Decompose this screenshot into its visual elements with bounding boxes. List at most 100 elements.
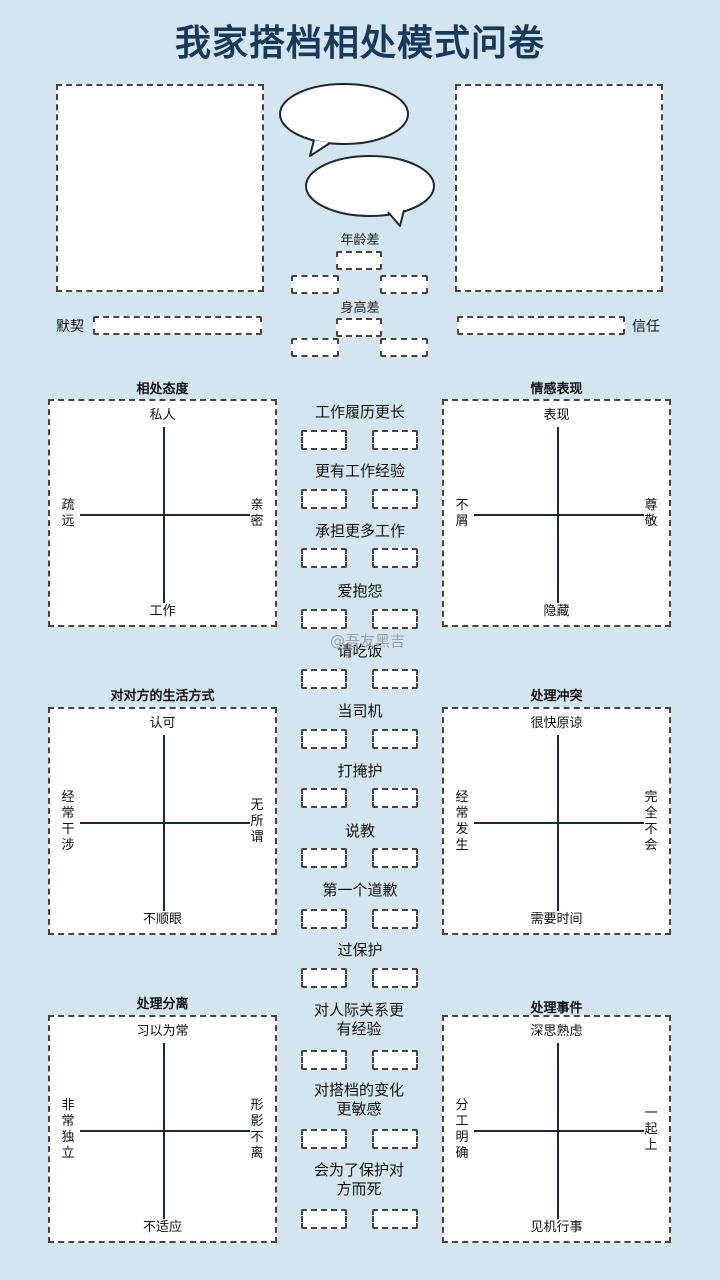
question-label: 过保护 bbox=[337, 941, 383, 959]
horizontal-axis bbox=[80, 822, 250, 824]
speech-bubble-icons bbox=[279, 83, 435, 227]
axis-label-top: 私人 bbox=[149, 408, 176, 423]
question-answer-box-right[interactable] bbox=[372, 548, 418, 568]
axis-label-bottom: 不顺眼 bbox=[142, 912, 182, 927]
question-answer-box-left[interactable] bbox=[301, 1209, 347, 1229]
question-answer-box-right[interactable] bbox=[372, 1209, 418, 1229]
age-diff-box-right[interactable] bbox=[380, 275, 428, 294]
question-answer-box-left[interactable] bbox=[301, 669, 347, 689]
rapport-field[interactable] bbox=[93, 316, 262, 335]
question-answer-box-right[interactable] bbox=[372, 430, 418, 450]
quadrant-chart[interactable]: 认可不顺眼经常干涉无所谓 bbox=[48, 707, 277, 935]
axis-label-left: 疏远 bbox=[61, 498, 75, 529]
question-answer-box-right[interactable] bbox=[372, 788, 418, 808]
question-label: 请吃饭 bbox=[337, 642, 383, 660]
question-label: 对人际关系更有经验 bbox=[313, 1001, 404, 1038]
chart-title: 处理冲突 bbox=[530, 689, 583, 704]
age-diff-box-left[interactable] bbox=[291, 275, 339, 294]
axis-label-top: 很快原谅 bbox=[530, 716, 583, 731]
height-diff-box-center[interactable] bbox=[336, 318, 382, 337]
axis-label-right: 无所谓 bbox=[250, 798, 264, 845]
height-diff-box-left[interactable] bbox=[291, 338, 339, 357]
axis-label-bottom: 需要时间 bbox=[530, 912, 583, 927]
axis-label-right: 尊敬 bbox=[644, 498, 658, 529]
quadrant-chart[interactable]: 习以为常不适应 非常独立 形影不离 bbox=[48, 1015, 277, 1243]
question-label: 当司机 bbox=[337, 702, 383, 720]
speech-bubble-top-icon bbox=[279, 83, 409, 157]
question-answer-box-left[interactable] bbox=[301, 729, 347, 749]
horizontal-axis bbox=[474, 1130, 644, 1132]
axis-label-top: 认可 bbox=[149, 716, 176, 731]
vertical-axis bbox=[163, 427, 165, 603]
axis-label-left: 经常发生 bbox=[455, 790, 469, 853]
question-answer-box-right[interactable] bbox=[372, 729, 418, 749]
trust-label: 信任 bbox=[632, 319, 660, 335]
axis-label-left: 非常独立 bbox=[61, 1098, 75, 1161]
vertical-axis bbox=[557, 427, 559, 603]
axis-label-left: 分工明确 bbox=[455, 1098, 469, 1161]
trust-field[interactable] bbox=[457, 316, 625, 335]
axis-label-bottom: 见机行事 bbox=[530, 1220, 583, 1235]
question-answer-box-left[interactable] bbox=[301, 609, 347, 629]
question-answer-box-right[interactable] bbox=[372, 1129, 418, 1149]
age-diff-label: 年龄差 bbox=[340, 233, 380, 248]
question-label: 会为了保护对方而死 bbox=[313, 1161, 404, 1198]
question-answer-box-left[interactable] bbox=[301, 1129, 347, 1149]
chart-title: 相处态度 bbox=[136, 382, 189, 397]
quadrant-chart[interactable]: 深思熟虑见机行事 分工明确 一起上 bbox=[442, 1015, 671, 1243]
height-diff-label: 身高差 bbox=[340, 301, 380, 316]
axis-label-top: 习以为常 bbox=[136, 1024, 189, 1039]
speech-bubble-bottom-icon bbox=[305, 155, 435, 227]
horizontal-axis bbox=[474, 514, 644, 516]
chart-title: 对对方的生活方式 bbox=[110, 689, 215, 704]
page-title: 我家搭档相处模式问卷 bbox=[174, 23, 545, 64]
question-answer-box-left[interactable] bbox=[301, 489, 347, 509]
question-answer-box-right[interactable] bbox=[372, 848, 418, 868]
axis-label-top: 表现 bbox=[543, 408, 570, 423]
chart-title: 情感表现 bbox=[530, 382, 583, 397]
axis-label-right: 完全不会 bbox=[644, 790, 658, 853]
question-answer-box-right[interactable] bbox=[372, 609, 418, 629]
question-answer-box-right[interactable] bbox=[372, 968, 418, 988]
axis-label-bottom: 不适应 bbox=[142, 1220, 182, 1235]
height-diff-box-right[interactable] bbox=[380, 338, 428, 357]
axis-label-right: 一起上 bbox=[644, 1106, 658, 1153]
vertical-axis bbox=[557, 735, 559, 911]
question-answer-box-left[interactable] bbox=[301, 848, 347, 868]
question-answer-box-right[interactable] bbox=[372, 489, 418, 509]
question-answer-box-left[interactable] bbox=[301, 909, 347, 929]
question-answer-box-right[interactable] bbox=[372, 909, 418, 929]
axis-label-bottom: 工作 bbox=[149, 604, 176, 619]
question-answer-box-left[interactable] bbox=[301, 968, 347, 988]
horizontal-axis bbox=[80, 1130, 250, 1132]
axis-label-bottom: 隐藏 bbox=[543, 604, 570, 619]
axis-label-top: 深思熟虑 bbox=[530, 1024, 583, 1039]
question-label: 更有工作经验 bbox=[314, 462, 405, 480]
vertical-axis bbox=[557, 1043, 559, 1219]
portrait-frame-left[interactable] bbox=[56, 84, 264, 292]
portrait-frame-right[interactable] bbox=[455, 84, 663, 292]
axis-label-left: 不屑 bbox=[455, 498, 469, 529]
question-answer-box-left[interactable] bbox=[301, 430, 347, 450]
axis-label-right: 形影不离 bbox=[250, 1098, 264, 1161]
quadrant-chart[interactable]: 表现隐藏 不屑 尊敬 bbox=[442, 399, 671, 627]
question-answer-box-right[interactable] bbox=[372, 1050, 418, 1070]
horizontal-axis bbox=[474, 822, 644, 824]
vertical-axis bbox=[163, 1043, 165, 1219]
question-answer-box-left[interactable] bbox=[301, 1050, 347, 1070]
question-label: 对搭档的变化更敏感 bbox=[313, 1081, 404, 1118]
question-label: 打掩护 bbox=[337, 762, 383, 780]
chart-title: 处理分离 bbox=[136, 997, 189, 1012]
quadrant-chart[interactable]: 很快原谅需要时间 经常发生 完全不会 bbox=[442, 707, 671, 935]
age-diff-box-center[interactable] bbox=[336, 251, 382, 270]
chart-title: 处理事件 bbox=[530, 1001, 583, 1016]
question-answer-box-right[interactable] bbox=[372, 669, 418, 689]
quadrant-chart[interactable]: 私人工作 疏远 亲密 bbox=[48, 399, 277, 627]
vertical-axis bbox=[163, 735, 165, 911]
question-answer-box-left[interactable] bbox=[301, 788, 347, 808]
question-answer-box-left[interactable] bbox=[301, 548, 347, 568]
axis-label-right: 亲密 bbox=[250, 498, 264, 529]
rapport-label: 默契 bbox=[56, 319, 84, 335]
question-label: 说教 bbox=[344, 822, 375, 840]
horizontal-axis bbox=[80, 514, 250, 516]
